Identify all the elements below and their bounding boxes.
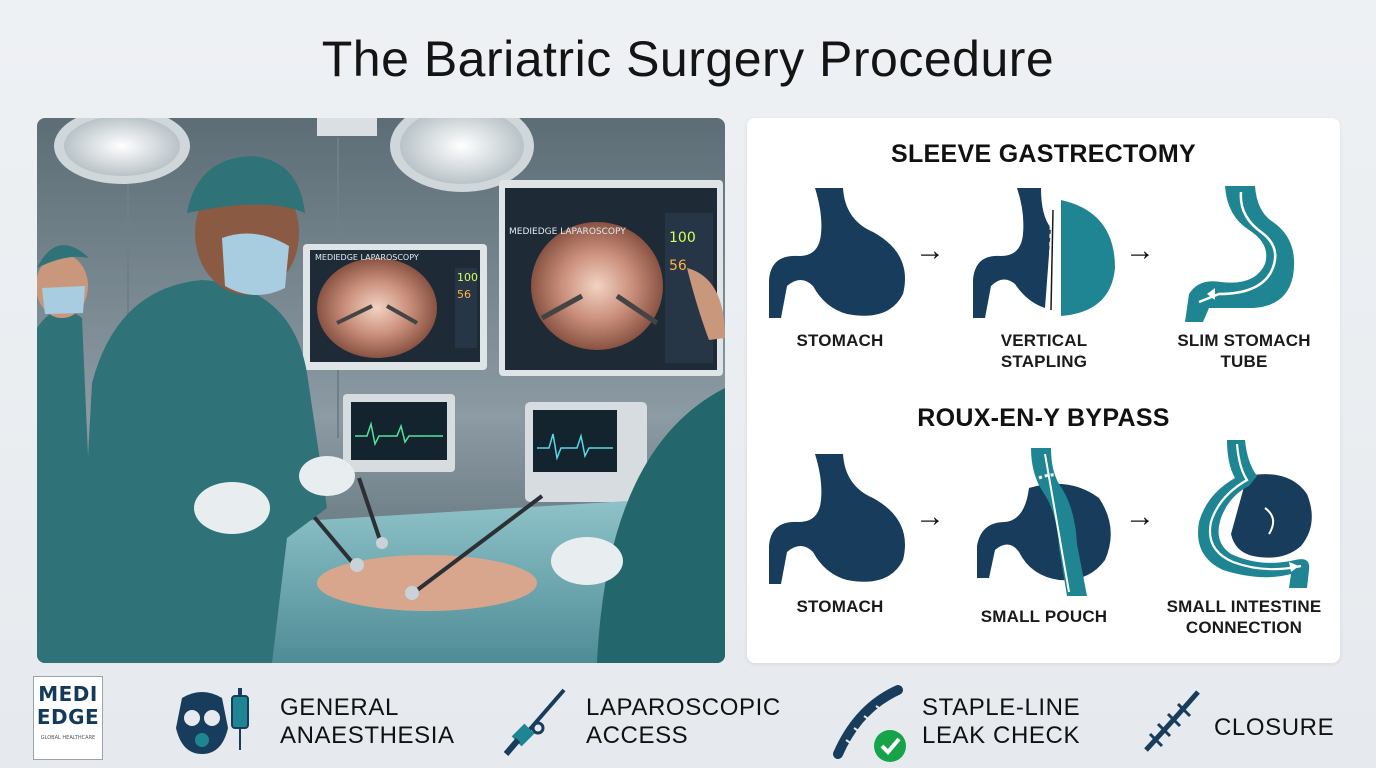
stomach-icon bbox=[769, 188, 905, 318]
stomach-stapling-icon bbox=[973, 188, 1115, 318]
slim-stomach-tube-icon bbox=[1185, 186, 1295, 322]
anaesthesia-mask-iv-icon bbox=[176, 688, 249, 754]
footer-item-closure: CLOSURE bbox=[1140, 680, 1340, 760]
footer-item-anaesthesia: GENERAL ANAESTHESIA bbox=[172, 680, 472, 760]
small-pouch-icon bbox=[977, 448, 1111, 596]
bypass-step-intestine-connection: SMALL INTESTINE CONNECTION bbox=[1159, 438, 1329, 638]
stapler-check-icon bbox=[833, 685, 906, 762]
sleeve-gastrectomy-title: SLEEVE GASTRECTOMY bbox=[891, 140, 1196, 168]
operating-room-image: MEDIEDGE LAPAROSCOPY 100 56 MEDIEDGE LAP… bbox=[37, 118, 725, 663]
bypass-step-small-pouch: SMALL POUCH bbox=[959, 448, 1129, 627]
logo-subtitle: GLOBAL HEALTHCARE bbox=[40, 735, 96, 741]
stomach-icon bbox=[769, 454, 905, 584]
sleeve-step-3-label: SLIM STOMACH bbox=[1177, 331, 1311, 350]
roux-en-y-bypass-title: ROUX-EN-Y BYPASS bbox=[917, 404, 1170, 432]
arrow-icon: → bbox=[915, 234, 945, 267]
monitor-right-label: MEDIEDGE LAPAROSCOPY bbox=[509, 227, 626, 237]
mediedge-logo: MEDI EDGE GLOBAL HEALTHCARE bbox=[33, 676, 103, 760]
logo-line-2: EDGE bbox=[36, 705, 100, 729]
nurse-figure bbox=[37, 245, 97, 663]
arrow-icon: → bbox=[915, 500, 945, 533]
suture-icon bbox=[1144, 690, 1200, 752]
surgeon-figure bbox=[77, 156, 355, 663]
footer-item-leak-check: STAPLE-LINE LEAK CHECK bbox=[832, 680, 1122, 762]
arrow-icon: → bbox=[1125, 234, 1155, 267]
bypass-step-stomach: STOMACH bbox=[755, 448, 925, 617]
sleeve-step-slim-tube: SLIM STOMACH TUBE bbox=[1159, 182, 1329, 372]
sleeve-step-3-label-2: TUBE bbox=[1220, 352, 1268, 371]
sleeve-step-2-label: VERTICAL bbox=[1000, 331, 1088, 350]
footer-item-laparoscopic: LAPAROSCOPIC ACCESS bbox=[498, 680, 798, 760]
footer-steps: MEDI EDGE GLOBAL HEALTHCARE GENERAL ANAE… bbox=[0, 672, 1376, 768]
page-title: The Bariatric Surgery Procedure bbox=[321, 31, 1055, 87]
footer-item-3-line-1: STAPLE-LINE bbox=[922, 694, 1081, 721]
logo-line-1: MEDI bbox=[38, 682, 98, 706]
procedure-diagram-panel: SLEEVE GASTRECTOMY STOMACH → VERTICAL ST… bbox=[747, 118, 1340, 663]
monitor-right-val: 56 bbox=[669, 258, 687, 274]
sleeve-step-1-label: STOMACH bbox=[796, 331, 884, 350]
sleeve-step-stapling: VERTICAL STAPLING bbox=[959, 182, 1129, 372]
footer-item-2-line-1: LAPAROSCOPIC bbox=[586, 694, 781, 721]
footer-item-1-line-2: ANAESTHESIA bbox=[280, 722, 455, 749]
arrow-icon: → bbox=[1125, 500, 1155, 533]
monitor-left-label: MEDIEDGE LAPAROSCOPY bbox=[315, 253, 419, 262]
sleeve-step-2-label-2: STAPLING bbox=[1000, 352, 1088, 371]
bypass-step-3-label-2: CONNECTION bbox=[1185, 618, 1303, 637]
laparoscopy-monitor-left: MEDIEDGE LAPAROSCOPY 100 56 bbox=[303, 244, 487, 370]
intestine-connection-icon bbox=[1198, 440, 1312, 588]
footer-item-3-line-2: LEAK CHECK bbox=[922, 722, 1081, 749]
sleeve-step-stomach: STOMACH bbox=[755, 182, 925, 351]
monitor-right-hr: 100 bbox=[669, 230, 696, 246]
footer-item-4-line-1: CLOSURE bbox=[1214, 714, 1335, 741]
footer-item-1-line-1: GENERAL bbox=[280, 694, 399, 721]
surgical-lamp-icon bbox=[54, 118, 534, 192]
laparoscope-icon bbox=[503, 688, 566, 756]
monitor-left-hr: 100 bbox=[457, 271, 478, 284]
bypass-step-3-label: SMALL INTESTINE bbox=[1166, 597, 1322, 616]
laparoscopy-monitor-right: MEDIEDGE LAPAROSCOPY 100 56 bbox=[499, 180, 723, 376]
footer-item-2-line-2: ACCESS bbox=[586, 722, 689, 749]
bypass-step-2-label: SMALL POUCH bbox=[980, 607, 1108, 626]
bypass-step-1-label: STOMACH bbox=[796, 597, 884, 616]
assistant-figure bbox=[551, 268, 725, 663]
monitor-left-val: 56 bbox=[457, 288, 471, 301]
